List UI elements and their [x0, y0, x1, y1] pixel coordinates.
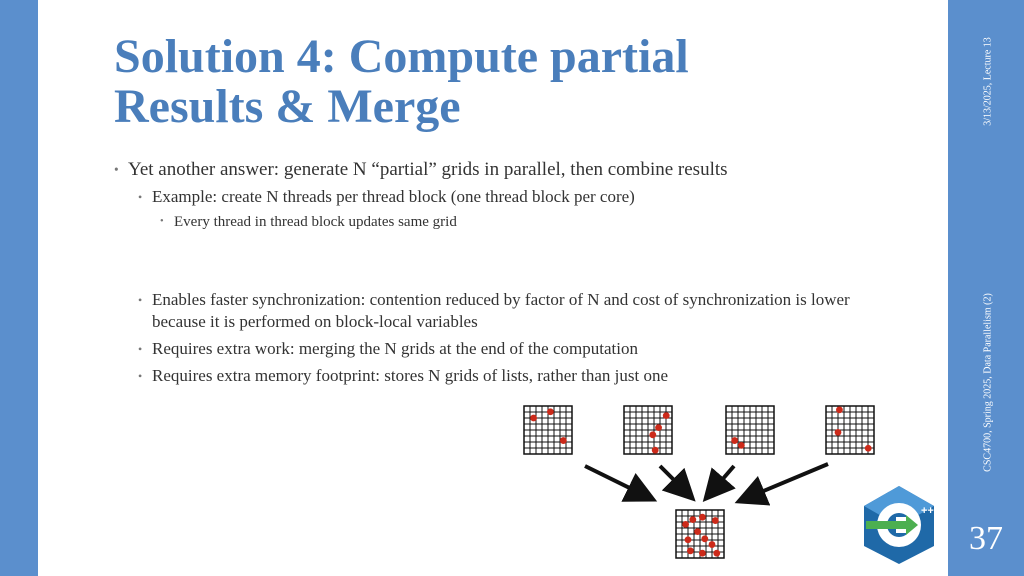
grid-dot: [687, 547, 694, 555]
bullet-faster-sync: Enables faster synchronization: contenti…: [138, 289, 858, 333]
date-note: 3/13/2025, Lecture 13: [982, 37, 994, 126]
grid-dot: [737, 441, 745, 449]
cpp-logo-icon: ++: [864, 486, 934, 564]
title-line-2: Results & Merge: [114, 80, 461, 133]
merge-arrow-3: [702, 464, 736, 503]
grid-dot: [711, 517, 719, 524]
left-accent-band: [0, 0, 38, 576]
merge-arrow-4: [734, 462, 829, 506]
grid-dot: [699, 549, 706, 557]
grid-dot: [689, 516, 697, 523]
merge-arrow-2: [658, 464, 696, 502]
cpp-logo-text: ++: [921, 505, 934, 517]
right-accent-band: [948, 0, 1024, 576]
bullet-extra-memory: Requires extra memory footprint: stores …: [138, 365, 858, 387]
bullet-list-second: Enables faster synchronization: contenti…: [138, 289, 858, 387]
grid-dot: [649, 431, 657, 439]
bullet-text: Requires extra work: merging the N grids…: [152, 339, 638, 358]
bullet-text: Enables faster synchronization: contenti…: [152, 290, 850, 331]
grid-dot: [662, 412, 670, 419]
grid-dot: [559, 437, 567, 444]
grid-dot: [701, 535, 709, 543]
partial-grid-4: [825, 405, 875, 455]
grid-dot: [708, 541, 716, 548]
partial-grid-5: [675, 509, 725, 559]
grid-dot: [530, 414, 537, 422]
course-note: CSC4700, Spring 2025, Data Parallelism (…: [982, 293, 994, 472]
bullet-partial-grids: Yet another answer: generate N “partial”…: [114, 158, 874, 232]
bullet-extra-work: Requires extra work: merging the N grids…: [138, 338, 858, 360]
grid-dot: [836, 406, 843, 414]
bullet-text: Yet another answer: generate N “partial”…: [128, 159, 728, 180]
grid-dot: [684, 536, 692, 544]
bullet-example: Example: create N threads per thread blo…: [138, 186, 874, 232]
bullet-text: Every thread in thread block updates sam…: [174, 214, 457, 230]
grid-dot: [713, 549, 721, 557]
grid-dot: [699, 513, 706, 521]
bullet-list-main: Yet another answer: generate N “partial”…: [114, 158, 874, 232]
partial-grid-2: [623, 405, 673, 455]
grid-dot: [834, 429, 842, 436]
grid-dot: [547, 408, 554, 416]
bullet-text: Example: create N threads per thread blo…: [152, 187, 635, 206]
grid-dot: [651, 446, 659, 454]
partial-grid-1: [523, 405, 573, 455]
title-line-1: Solution 4: Compute partial: [114, 30, 689, 83]
page-number: 37: [969, 520, 1003, 557]
bullet-every-thread: Every thread in thread block updates sam…: [160, 212, 874, 232]
bullet-text: Requires extra memory footprint: stores …: [152, 366, 669, 385]
merge-arrow-1: [584, 464, 658, 502]
grid-dot: [682, 521, 689, 528]
partial-grids-diagram: [523, 405, 875, 559]
grid-dot: [864, 444, 872, 452]
partial-grid-3: [725, 405, 775, 455]
grid-dot: [694, 528, 701, 535]
grid-dot: [731, 437, 739, 444]
grid-dot: [655, 424, 662, 431]
slide-title: Solution 4: Compute partial Results & Me…: [114, 32, 914, 132]
